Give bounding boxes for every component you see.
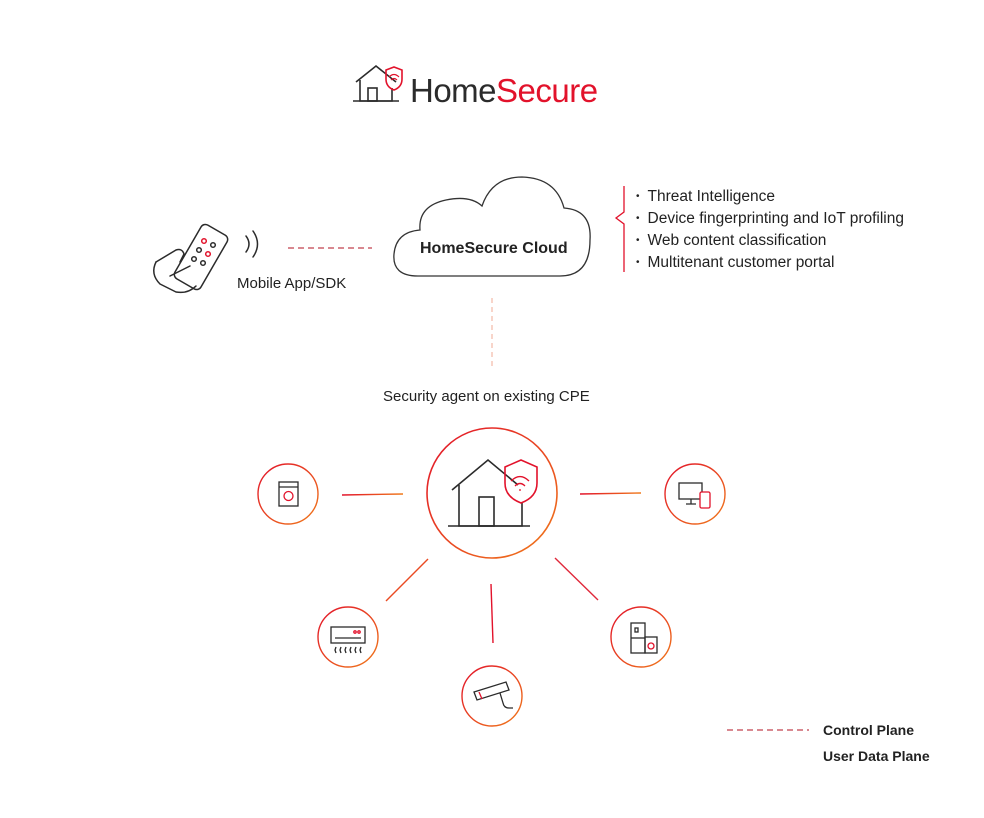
feature-item: Threat Intelligence — [636, 186, 904, 208]
brand-word-home: Home — [410, 72, 497, 109]
mobile-label: Mobile App/SDK — [237, 275, 347, 292]
brand-logo-text: HomeSecure — [410, 72, 598, 110]
legend-user-label: User Data Plane — [823, 748, 930, 764]
air-conditioner-icon — [330, 626, 366, 654]
computer-devices-icon — [678, 482, 711, 509]
cloud-label: HomeSecure Cloud — [420, 240, 568, 257]
data-line-washer — [341, 493, 404, 496]
device-ring-computer — [664, 463, 726, 525]
feature-item: Multitenant customer portal — [636, 252, 904, 274]
feature-list: Threat Intelligence Device fingerprintin… — [636, 186, 904, 274]
logo-house-icon — [353, 64, 403, 102]
device-ring-ac — [317, 606, 379, 668]
security-camera-icon — [473, 681, 513, 709]
agent-label: Security agent on existing CPE — [383, 388, 590, 405]
features-bracket — [614, 186, 625, 272]
data-line-ac — [385, 558, 429, 602]
feature-item: Web content classification — [636, 230, 904, 252]
feature-item: Device fingerprinting and IoT profiling — [636, 208, 904, 230]
device-ring-fridge — [610, 606, 672, 668]
data-line-fridge — [554, 557, 599, 601]
cpe-ring — [426, 427, 558, 559]
refrigerator-icon — [630, 622, 658, 654]
data-line-computer — [579, 492, 642, 495]
legend-control-label: Control Plane — [823, 722, 915, 738]
brand-word-secure: Secure — [496, 72, 598, 109]
data-line-camera — [490, 583, 494, 644]
cloud-shape — [393, 176, 591, 277]
cpe-house-icon — [448, 458, 538, 527]
device-ring-camera — [461, 665, 523, 727]
mobile-hand-icon — [153, 223, 259, 294]
washing-machine-icon — [278, 481, 299, 507]
device-ring-washer — [257, 463, 319, 525]
